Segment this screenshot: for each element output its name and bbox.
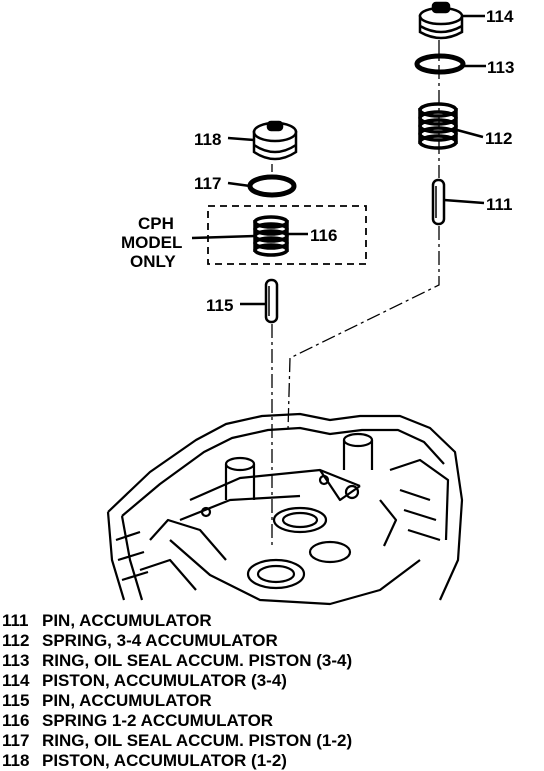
seal-ring-113 <box>414 53 466 75</box>
legend-number: 118 <box>2 751 30 770</box>
cph-note-line2: MODEL <box>121 233 182 252</box>
leader-117 <box>227 181 251 188</box>
legend-item: 117 RING, OIL SEAL ACCUM. PISTON (1-2) <box>2 731 442 751</box>
legend-number: 113 <box>2 651 30 670</box>
seal-ring-117 <box>247 174 297 198</box>
legend-item: 116 SPRING 1-2 ACCUMULATOR <box>2 711 442 731</box>
legend-item: 118 PISTON, ACCUMULATOR (1-2) <box>2 751 442 771</box>
exploded-diagram: 114 113 112 111 118 117 <box>106 1 514 606</box>
legend-item: 112 SPRING, 3-4 ACCUMULATOR <box>2 631 442 651</box>
callout-114: 114 <box>486 7 514 26</box>
callout-118: 118 <box>194 130 221 149</box>
legend-number: 114 <box>2 671 30 690</box>
transmission-case <box>106 412 464 606</box>
legend-item: 114 PISTON, ACCUMULATOR (3-4) <box>2 671 442 691</box>
callout-113: 113 <box>487 58 514 77</box>
legend-description: PIN, ACCUMULATOR <box>42 611 212 630</box>
legend-number: 111 <box>2 611 29 630</box>
legend-number: 117 <box>2 731 30 750</box>
callout-116: 116 <box>310 226 337 245</box>
leader-111 <box>443 198 485 205</box>
pin-115 <box>264 278 279 324</box>
legend-description: RING, OIL SEAL ACCUM. PISTON (3-4) <box>42 651 353 670</box>
legend-description: SPRING 1-2 ACCUMULATOR <box>42 711 274 730</box>
cph-dashed-box <box>207 205 367 265</box>
legend-description: RING, OIL SEAL ACCUM. PISTON (1-2) <box>42 731 353 750</box>
legend-description: PISTON, ACCUMULATOR (1-2) <box>42 751 287 770</box>
spring-112 <box>418 102 458 150</box>
legend-item: 113 RING, OIL SEAL ACCUM. PISTON (3-4) <box>2 651 442 671</box>
leader-112 <box>456 128 484 139</box>
centerline-right <box>287 226 440 431</box>
legend-number: 116 <box>2 711 30 730</box>
leader-cph-note <box>191 234 256 240</box>
legend-description: PISTON, ACCUMULATOR (3-4) <box>42 671 287 690</box>
legend-number: 115 <box>2 691 30 710</box>
callout-115: 115 <box>206 296 233 315</box>
pin-111 <box>431 178 446 226</box>
spring-116 <box>253 215 289 257</box>
callout-111: 111 <box>486 195 513 214</box>
legend-description: SPRING, 3-4 ACCUMULATOR <box>42 631 278 650</box>
callout-112: 112 <box>485 129 512 148</box>
piston-114 <box>418 1 464 40</box>
leader-118 <box>227 136 255 142</box>
legend-number: 112 <box>2 631 30 650</box>
callout-117: 117 <box>194 174 221 193</box>
legend-item: 115 PIN, ACCUMULATOR <box>2 691 442 711</box>
cph-note-line1: CPH <box>138 214 174 233</box>
piston-118 <box>252 120 298 161</box>
legend-item: 111 PIN, ACCUMULATOR <box>2 611 442 631</box>
legend-description: PIN, ACCUMULATOR <box>42 691 212 710</box>
cph-note-line3: ONLY <box>130 252 176 271</box>
